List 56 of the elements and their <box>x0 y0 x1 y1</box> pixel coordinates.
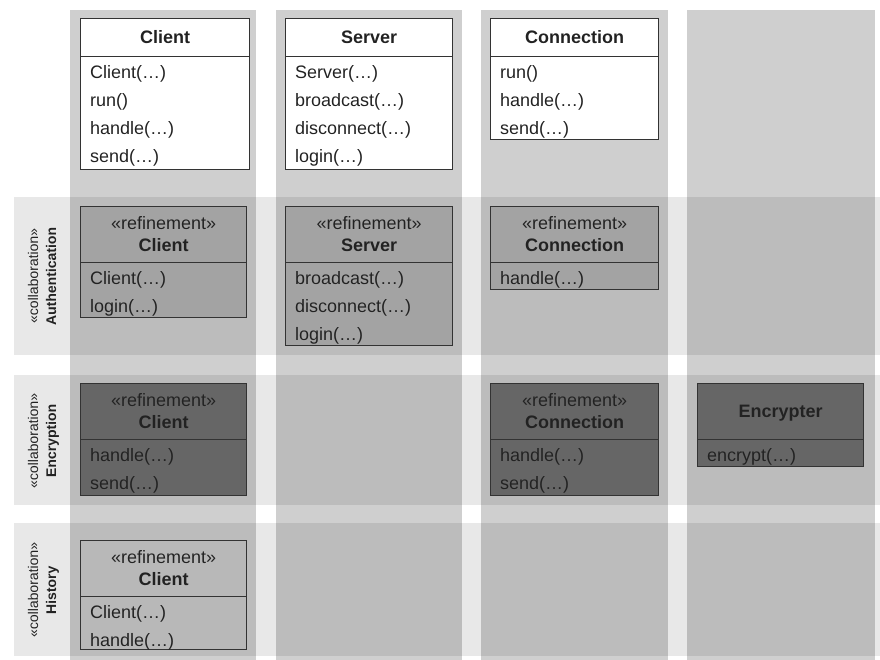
class-name: Client <box>138 234 188 256</box>
method-name: run() <box>89 89 128 112</box>
method-name: disconnect(…) <box>294 117 412 140</box>
stereotype-label: «refinement» <box>522 389 628 411</box>
class-name: Client <box>140 26 190 48</box>
stereotype-label: «refinement» <box>110 212 216 234</box>
method-name: send(…) <box>499 472 570 495</box>
method-name: Client(…) <box>89 601 166 624</box>
class-box <box>697 383 864 467</box>
method-name: handle(…) <box>89 629 174 652</box>
class-name: Client <box>138 411 188 433</box>
collaboration-label: «collaboration» Authentication <box>24 227 60 325</box>
method-name: handle(…) <box>89 444 174 467</box>
method-name: Client(…) <box>89 61 166 84</box>
class-name: Server <box>340 26 398 48</box>
method-name: disconnect(…) <box>294 295 412 318</box>
method-name: Server(…) <box>294 61 378 84</box>
method-name: handle(…) <box>499 89 584 112</box>
collaboration-label: «collaboration» Encryption <box>24 392 60 488</box>
class-box <box>490 206 659 290</box>
method-name: send(…) <box>499 117 570 140</box>
class-box <box>80 540 247 650</box>
method-name: login(…) <box>89 295 158 318</box>
method-name: handle(…) <box>499 444 584 467</box>
class-name: Connection <box>525 411 624 433</box>
collaboration-band <box>14 523 880 656</box>
method-name: encrypt(…) <box>706 444 796 467</box>
method-name: broadcast(…) <box>294 89 404 112</box>
collaboration-band <box>14 197 880 355</box>
class-box <box>490 383 659 496</box>
class-box <box>490 18 659 140</box>
class-name: Client <box>138 568 188 590</box>
class-name: Connection <box>525 234 624 256</box>
stereotype-label: «refinement» <box>522 212 628 234</box>
collaboration-band <box>14 375 880 505</box>
method-name: login(…) <box>294 323 364 346</box>
class-name: Server <box>340 234 398 256</box>
method-name: Client(…) <box>89 267 166 290</box>
class-name: Connection <box>525 26 624 48</box>
method-name: send(…) <box>89 145 160 168</box>
stereotype-label: «refinement» <box>316 212 422 234</box>
method-name: run() <box>499 61 538 84</box>
method-name: handle(…) <box>499 267 584 290</box>
class-box <box>80 18 250 170</box>
stereotype-label: «refinement» <box>110 546 216 568</box>
method-name: send(…) <box>89 472 160 495</box>
class-box <box>285 18 453 170</box>
method-name: login(…) <box>294 145 364 168</box>
stereotype-label: «refinement» <box>110 389 216 411</box>
class-name: Encrypter <box>738 400 823 422</box>
method-name: broadcast(…) <box>294 267 404 290</box>
collaboration-label: «collaboration» History <box>24 542 60 637</box>
method-name: handle(…) <box>89 117 174 140</box>
class-box <box>80 206 247 318</box>
class-box <box>80 383 247 496</box>
class-box <box>285 206 453 346</box>
